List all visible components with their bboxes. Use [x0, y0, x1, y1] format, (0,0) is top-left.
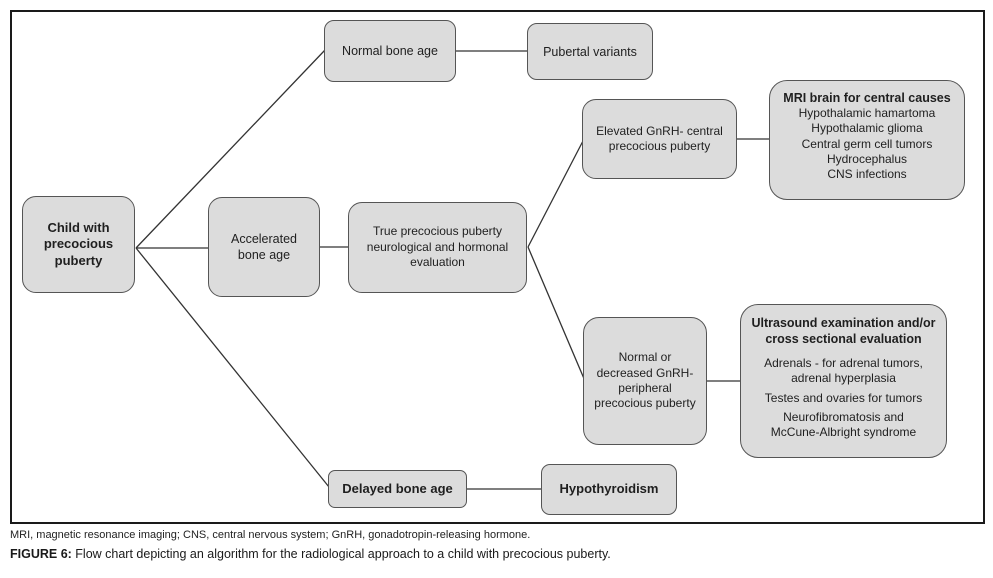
- mri-box-item: Central germ cell tumors: [801, 136, 933, 151]
- figure-caption: FIGURE 6: Flow chart depicting an algori…: [10, 547, 611, 561]
- node-accelerated-bone-age: Accelerated bone age: [208, 197, 320, 297]
- mri-box-title: MRI brain for central causes: [783, 91, 951, 105]
- node-normal-decreased-gnrh-peripheral: Normal or decreased GnRH- peripheral pre…: [583, 317, 707, 445]
- node-child-with-precocious-puberty: Child with precocious puberty: [22, 196, 135, 293]
- node-true-precocious-puberty-evaluation: True precocious puberty neurological and…: [348, 202, 527, 293]
- node-elevated-gnrh-central: Elevated GnRH- central precocious pubert…: [582, 99, 737, 179]
- connector-true-pp-to-normal-decreased: [527, 246, 586, 382]
- mri-box-item: Hydrocephalus: [826, 152, 908, 167]
- figure-caption-text: Flow chart depicting an algorithm for th…: [71, 547, 611, 561]
- abbreviations-footnote: MRI, magnetic resonance imaging; CNS, ce…: [10, 529, 531, 541]
- node-delayed-bone-age: Delayed bone age: [328, 470, 467, 508]
- ultrasound-box-title: Ultrasound examination and/or cross sect…: [751, 316, 936, 346]
- node-mri-brain-central-causes: MRI brain for central causes Hypothalami…: [769, 80, 965, 200]
- node-normal-bone-age: Normal bone age: [324, 20, 456, 82]
- ultrasound-box-item: Neurofibromatosis and McCune-Albright sy…: [770, 410, 917, 440]
- mri-box-item: Hypothalamic hamartoma: [798, 106, 936, 120]
- figure-caption-label: FIGURE 6:: [10, 547, 72, 561]
- connector-child-to-normal-bone-age: [135, 49, 326, 249]
- ultrasound-box-item: Adrenals - for adrenal tumors, adrenal h…: [764, 356, 923, 386]
- connector-child-to-delayed: [135, 247, 330, 488]
- node-hypothyroidism: Hypothyroidism: [541, 464, 677, 515]
- mri-box-item: CNS infections: [827, 167, 907, 182]
- node-pubertal-variants: Pubertal variants: [527, 23, 653, 80]
- mri-box-item: Hypothalamic glioma: [811, 121, 923, 136]
- ultrasound-box-item: Testes and ovaries for tumors: [764, 390, 923, 405]
- node-ultrasound-cross-sectional: Ultrasound examination and/or cross sect…: [740, 304, 947, 458]
- connector-true-pp-to-elevated: [527, 138, 585, 248]
